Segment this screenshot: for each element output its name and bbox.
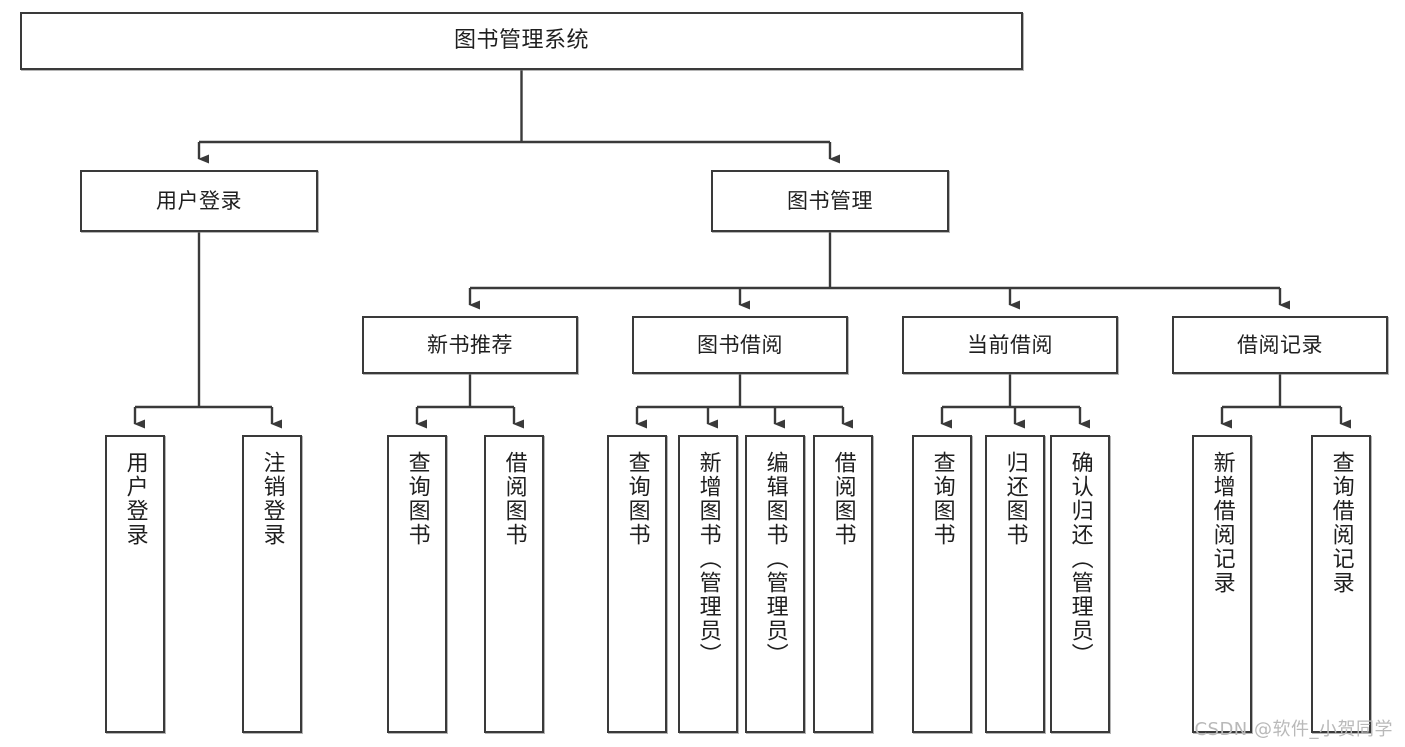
connector-bus-login [135, 232, 272, 409]
node-newbook[interactable]: 新书推荐 [362, 316, 578, 374]
connector-bus-bookmgmt [470, 232, 1280, 290]
node-leaf-cur-query[interactable]: 查询图书 [912, 435, 972, 733]
node-label: 确认归还（管理员） [1067, 451, 1093, 667]
node-label: 用户登录 [156, 188, 242, 213]
connector-bus-newbook [417, 374, 514, 409]
node-borrow[interactable]: 图书借阅 [632, 316, 848, 374]
node-label: 新增图书（管理员） [695, 451, 721, 667]
node-leaf-rec-add[interactable]: 新增借阅记录 [1192, 435, 1252, 733]
node-leaf-user-logout[interactable]: 注销登录 [242, 435, 302, 733]
node-leaf-bor-edit[interactable]: 编辑图书（管理员） [745, 435, 805, 733]
node-label: 新增借阅记录 [1209, 451, 1235, 595]
node-leaf-rec-query[interactable]: 查询借阅记录 [1311, 435, 1371, 733]
node-login[interactable]: 用户登录 [80, 170, 318, 232]
connector-bus-records [1222, 374, 1341, 409]
connector-bus-current [942, 374, 1080, 409]
node-label: 借阅图书 [501, 451, 527, 547]
connector-bus-borrow [637, 374, 843, 409]
node-leaf-new-query[interactable]: 查询图书 [387, 435, 447, 733]
node-records[interactable]: 借阅记录 [1172, 316, 1388, 374]
node-label: 注销登录 [259, 451, 285, 547]
node-bookmgmt[interactable]: 图书管理 [711, 170, 949, 232]
node-label: 图书借阅 [697, 332, 783, 357]
node-label: 借阅记录 [1237, 332, 1323, 357]
watermark-text: CSDN @软件_小贺同学 [1194, 719, 1393, 740]
node-leaf-bor-borrow[interactable]: 借阅图书 [813, 435, 873, 733]
node-label: 图书管理 [787, 188, 873, 213]
node-label: 新书推荐 [427, 332, 513, 357]
node-label: 图书管理系统 [453, 28, 589, 54]
node-label: 借阅图书 [830, 451, 856, 547]
node-leaf-cur-return[interactable]: 归还图书 [985, 435, 1045, 733]
node-leaf-user-login[interactable]: 用户登录 [105, 435, 165, 733]
node-leaf-new-borrow[interactable]: 借阅图书 [484, 435, 544, 733]
node-leaf-cur-confirm[interactable]: 确认归还（管理员） [1050, 435, 1110, 733]
node-leaf-bor-query[interactable]: 查询图书 [607, 435, 667, 733]
node-current[interactable]: 当前借阅 [902, 316, 1118, 374]
node-label: 查询图书 [404, 451, 430, 547]
connector-bus-root [199, 70, 830, 144]
node-label: 用户登录 [122, 451, 148, 547]
node-label: 查询图书 [929, 451, 955, 547]
node-label: 当前借阅 [967, 332, 1053, 357]
node-label: 查询借阅记录 [1328, 451, 1354, 595]
node-label: 归还图书 [1002, 451, 1028, 547]
node-root[interactable]: 图书管理系统 [20, 12, 1023, 70]
node-label: 查询图书 [624, 451, 650, 547]
node-label: 编辑图书（管理员） [762, 451, 788, 667]
node-leaf-bor-add[interactable]: 新增图书（管理员） [678, 435, 738, 733]
